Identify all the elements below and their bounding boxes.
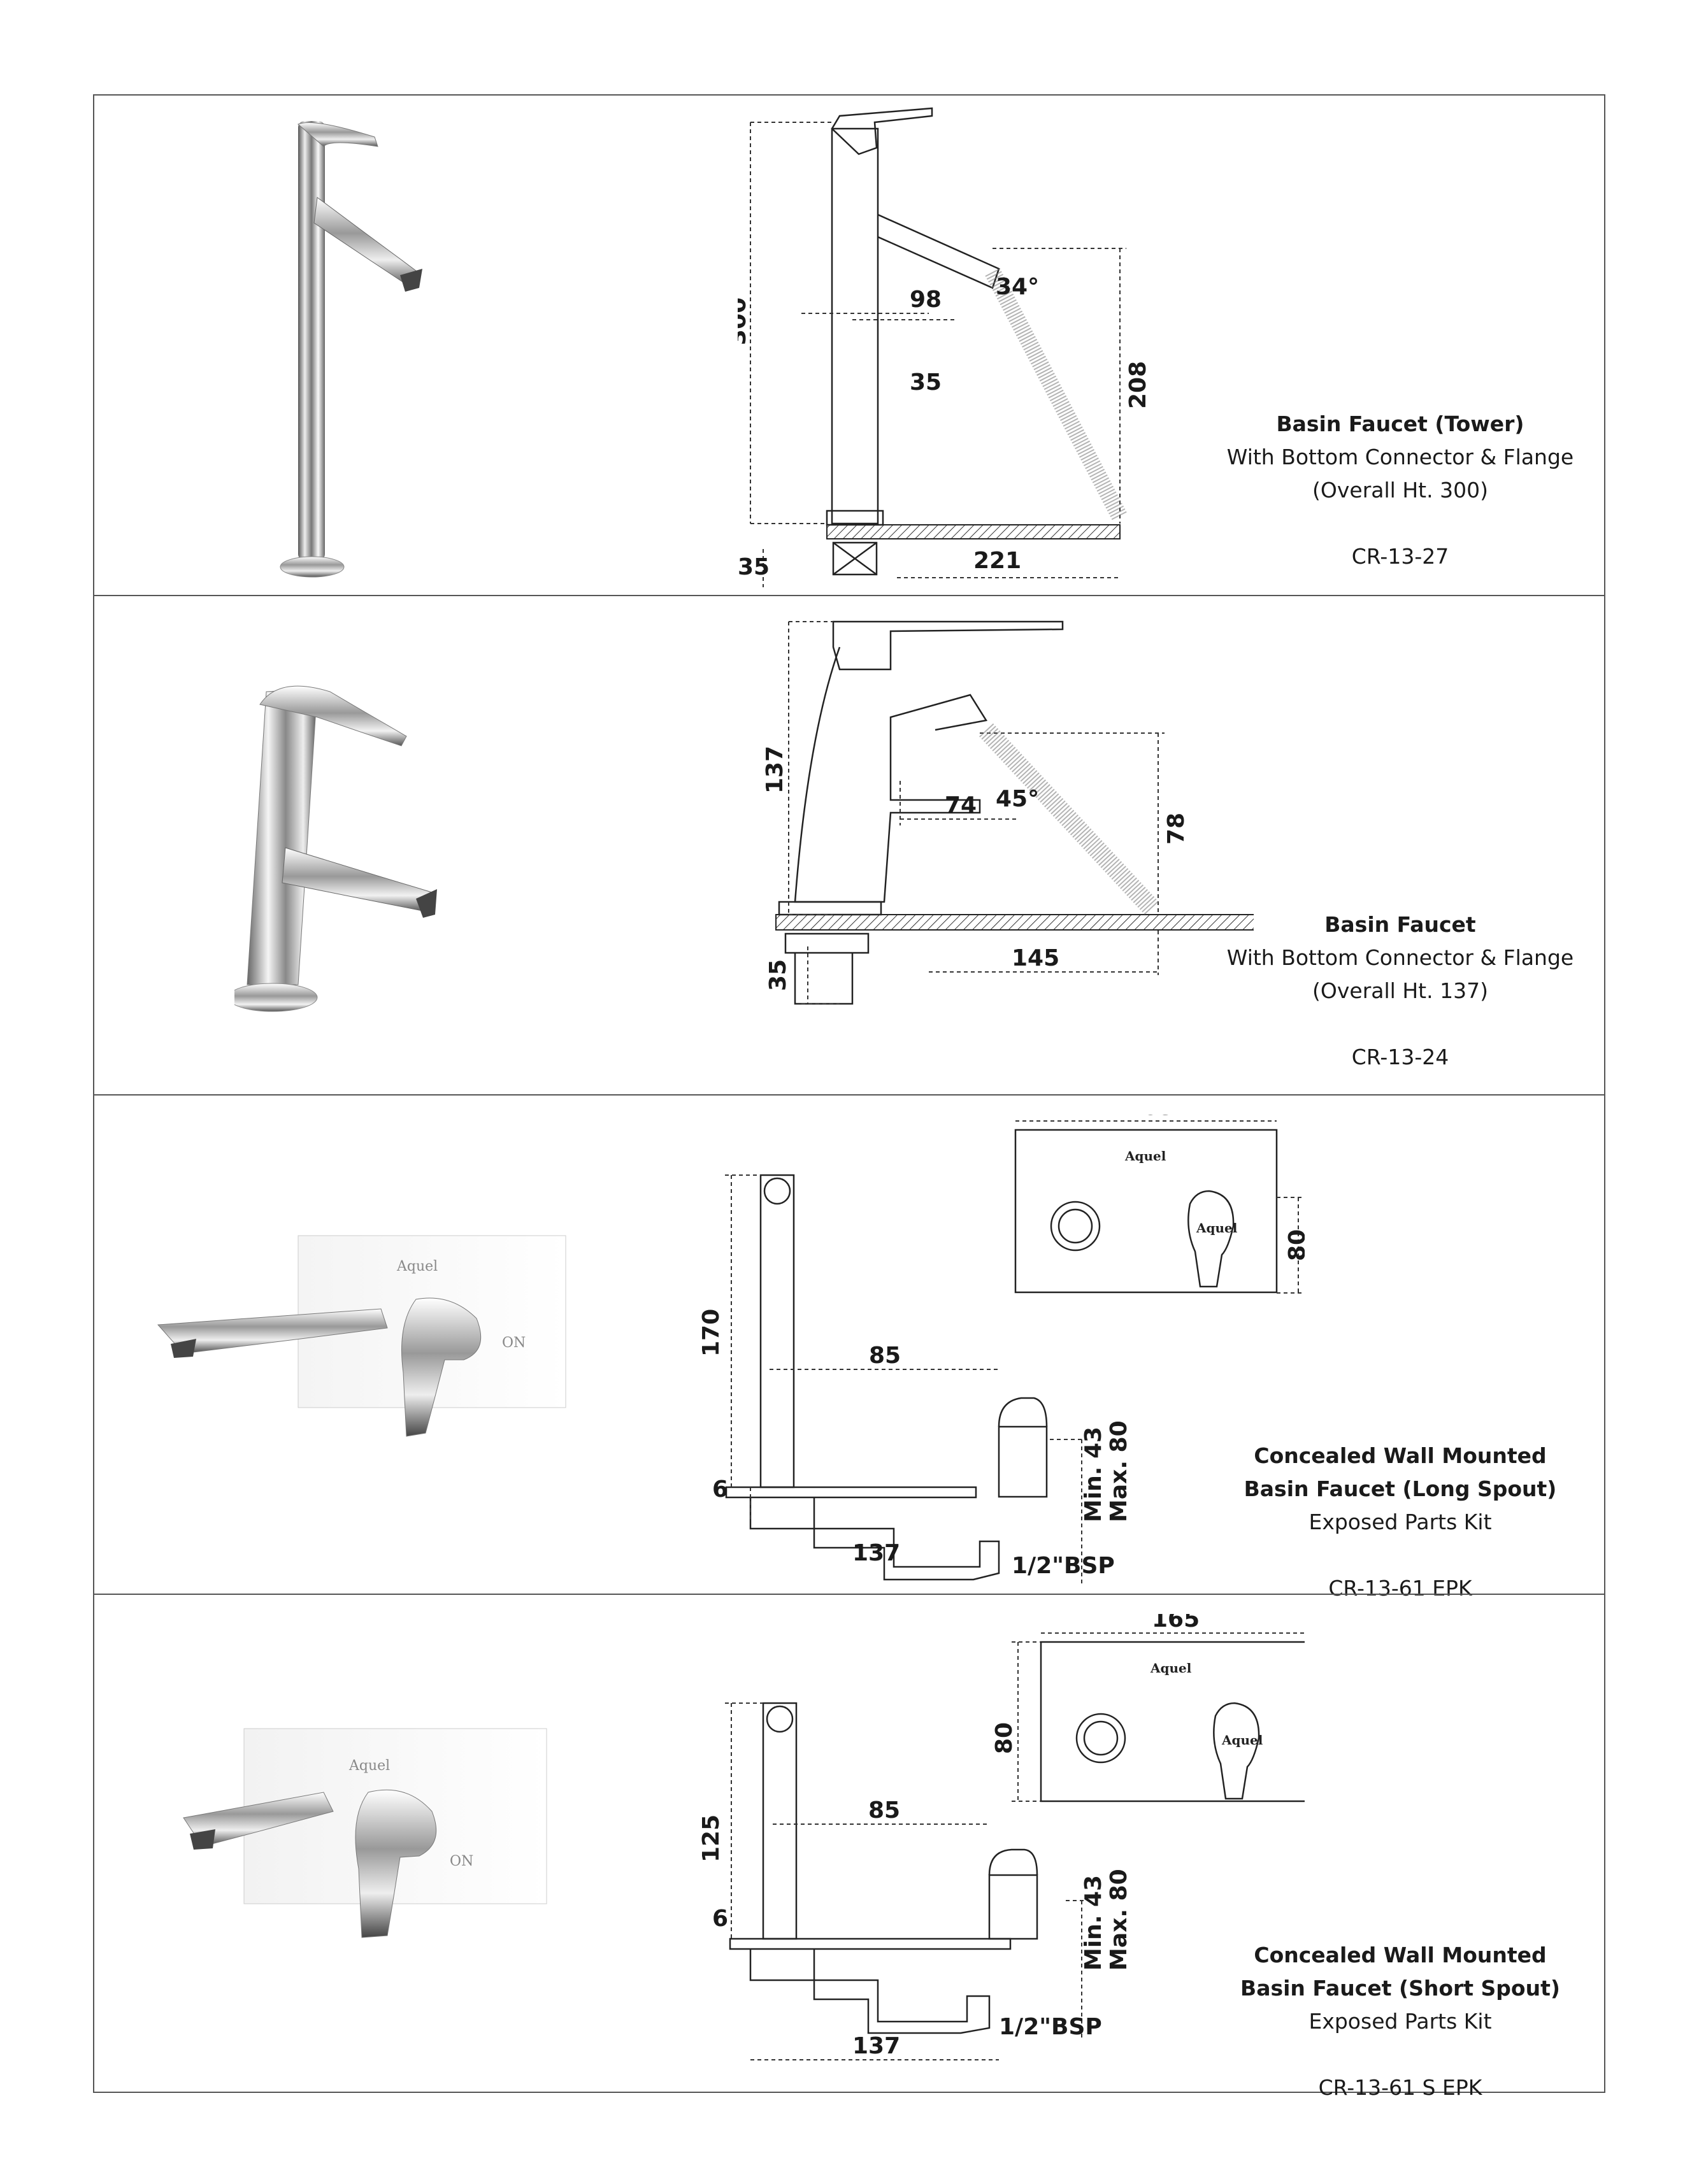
product-title: Concealed Wall Mounted — [1254, 1943, 1547, 1967]
dim-angle: 45° — [996, 786, 1039, 812]
spec-sheet: 300 98 34° 208 35 35 221 Basin Faucet (T… — [93, 94, 1605, 2100]
product-photo-short-spout: Aquel ON — [177, 1722, 585, 1952]
brand-logo: Aquel — [1150, 1660, 1192, 1676]
dim-body: 35 — [910, 369, 942, 396]
brand-logo: Aquel — [1124, 1148, 1166, 1164]
technical-drawing-short-spout: 165 80 Aquel Aquel 125 85 6 Min. 43 Max.… — [668, 1614, 1305, 2085]
technical-drawing-tower: 300 98 34° 208 35 35 221 — [738, 103, 1222, 594]
switch-label: ON — [502, 1335, 526, 1351]
dim-depth: 221 — [973, 548, 1021, 574]
dim-plate-height: 80 — [1284, 1229, 1305, 1261]
dim-thread: 1/2"BSP — [999, 2014, 1102, 2040]
product-info-long-spout: Concealed Wall Mounted Basin Faucet (Lon… — [1212, 1439, 1588, 1605]
dim-width: 165 — [1126, 1115, 1174, 1120]
product-info-basin: Basin Faucet With Bottom Connector & Fla… — [1212, 908, 1588, 1074]
product-subtitle: Exposed Parts Kit — [1308, 1510, 1492, 1534]
product-code: CR-13-61 S EPK — [1318, 2075, 1482, 2100]
product-photo-basin-faucet — [234, 653, 502, 1048]
product-info-short-spout: Concealed Wall Mounted Basin Faucet (Sho… — [1212, 1939, 1588, 2104]
dim-spout-height: 78 — [1163, 813, 1189, 845]
dim-min: Min. 43 — [1080, 1875, 1107, 1971]
dim-max: Max. 80 — [1106, 1869, 1132, 1971]
dim-thread: 1/2"BSP — [1012, 1553, 1115, 1579]
product-code: CR-13-61 EPK — [1328, 1576, 1472, 1601]
dim-spacing: 85 — [869, 1343, 901, 1369]
dim-overall-height: 137 — [762, 746, 788, 794]
product-title: Concealed Wall Mounted — [1254, 1443, 1547, 1468]
product-subtitle: (Overall Ht. 137) — [1312, 978, 1488, 1003]
handle-logo: Aquel — [1221, 1732, 1263, 1748]
brand-logo: Aquel — [348, 1758, 390, 1774]
dim-angle: 34° — [996, 274, 1039, 300]
dim-spout-height: 208 — [1125, 361, 1151, 409]
product-row-short-spout: Aquel ON — [94, 1594, 1604, 2100]
dim-max: Max. 80 — [1106, 1420, 1132, 1522]
dim-plate-height: 80 — [991, 1722, 1017, 1754]
dim-below: 35 — [738, 554, 770, 580]
dim-height: 170 — [698, 1309, 724, 1357]
dim-plate: 6 — [712, 1476, 728, 1502]
product-row-tower: 300 98 34° 208 35 35 221 Basin Faucet (T… — [94, 96, 1604, 595]
product-title: Basin Faucet — [1324, 912, 1476, 937]
brand-logo: Aquel — [396, 1259, 438, 1274]
product-info-tower: Basin Faucet (Tower) With Bottom Connect… — [1212, 408, 1588, 573]
product-code: CR-13-24 — [1351, 1045, 1449, 1069]
dim-reach: 98 — [910, 287, 942, 313]
product-title: Basin Faucet (Short Spout) — [1240, 1976, 1560, 2001]
product-photo-long-spout: Aquel ON — [145, 1223, 578, 1452]
dim-plate: 6 — [712, 1906, 728, 1932]
dim-overall-height: 300 — [738, 297, 751, 345]
product-subtitle: (Overall Ht. 300) — [1312, 478, 1488, 503]
product-subtitle: With Bottom Connector & Flange — [1226, 445, 1574, 469]
product-title: Basin Faucet (Tower) — [1276, 411, 1524, 436]
dim-min: Min. 43 — [1080, 1427, 1107, 1522]
product-title: Basin Faucet (Long Spout) — [1244, 1476, 1557, 1501]
product-row-basin: 137 74 45° 78 35 145 Basin Faucet With B… — [94, 595, 1604, 1094]
handle-logo: Aquel — [1196, 1220, 1238, 1236]
switch-label: ON — [450, 1853, 473, 1869]
dim-depth: 137 — [852, 1540, 900, 1566]
technical-drawing-basin: 137 74 45° 78 35 145 — [680, 609, 1254, 1067]
product-row-long-spout: Aquel ON — [94, 1094, 1604, 1601]
dim-width: 165 — [1152, 1614, 1200, 1632]
product-subtitle: With Bottom Connector & Flange — [1226, 945, 1574, 970]
dim-reach: 74 — [945, 792, 977, 818]
product-subtitle: Exposed Parts Kit — [1308, 2009, 1492, 2034]
product-photo-tower-faucet — [254, 102, 521, 586]
dim-height: 125 — [698, 1815, 724, 1862]
technical-drawing-long-spout: 165 80 Aquel Aquel 170 85 6 Min. 43 Max.… — [668, 1115, 1305, 1586]
dim-depth: 145 — [1012, 945, 1059, 971]
product-code: CR-13-27 — [1351, 544, 1449, 569]
dim-depth: 137 — [852, 2033, 900, 2059]
dim-spacing: 85 — [868, 1797, 900, 1824]
dim-below: 35 — [765, 959, 791, 991]
